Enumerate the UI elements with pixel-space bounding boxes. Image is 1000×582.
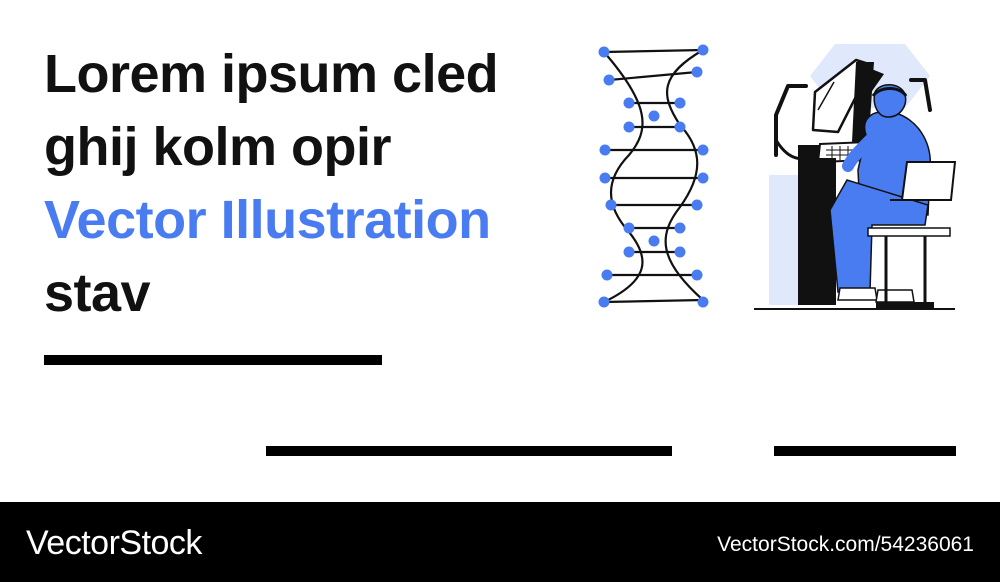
headline-line-1: Lorem ipsum cled xyxy=(44,44,499,104)
stock-id-text: VectorStock.com/54236061 xyxy=(717,533,974,556)
footer-bar: VectorStock VectorStock.com/54236061 xyxy=(0,502,1000,582)
divider-bar-1 xyxy=(44,355,382,365)
brand-logo: VectorStock xyxy=(26,524,202,562)
dna-helix-icon xyxy=(598,44,709,308)
headline-line-4: stav xyxy=(44,263,151,323)
divider-bar-3 xyxy=(774,446,956,456)
illustration xyxy=(598,44,957,310)
headline: Lorem ipsum cled ghij kolm opir Vector I… xyxy=(44,38,584,330)
scientist-at-computer-illustration xyxy=(754,44,957,310)
headline-line-3: Vector Illustration xyxy=(44,190,491,250)
divider-bar-2 xyxy=(266,446,672,456)
headline-line-2: ghij kolm opir xyxy=(44,117,392,177)
